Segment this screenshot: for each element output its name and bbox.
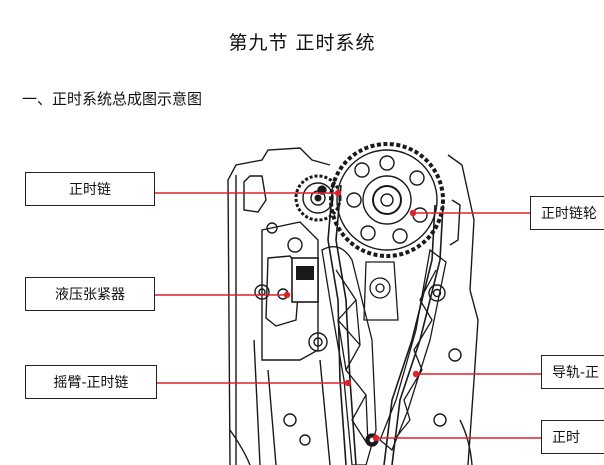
label-timing-partial: 正时	[541, 420, 604, 454]
hydraulic-tensioner-body	[277, 257, 319, 303]
guide-rail	[379, 248, 447, 452]
leader-line-dots	[283, 189, 420, 442]
label-hydraulic-tensioner: 液压张紧器	[25, 277, 155, 311]
engine-block-outline	[227, 147, 479, 465]
label-guide-rail: 导轨-正	[541, 355, 604, 389]
section-title: 第九节 正时系统	[228, 32, 376, 54]
label-timing-sprocket: 正时链轮	[530, 196, 604, 230]
subsection-title: 一、正时系统总成图示意图	[22, 90, 203, 108]
swing-arm	[321, 246, 377, 465]
label-timing-chain: 正时链	[25, 172, 155, 206]
label-swing-arm-timing-chain: 摇臂-正时链	[25, 365, 157, 399]
leader-lines	[155, 192, 541, 439]
timing-chain-run	[327, 181, 444, 465]
camshaft-sprocket	[329, 142, 445, 258]
